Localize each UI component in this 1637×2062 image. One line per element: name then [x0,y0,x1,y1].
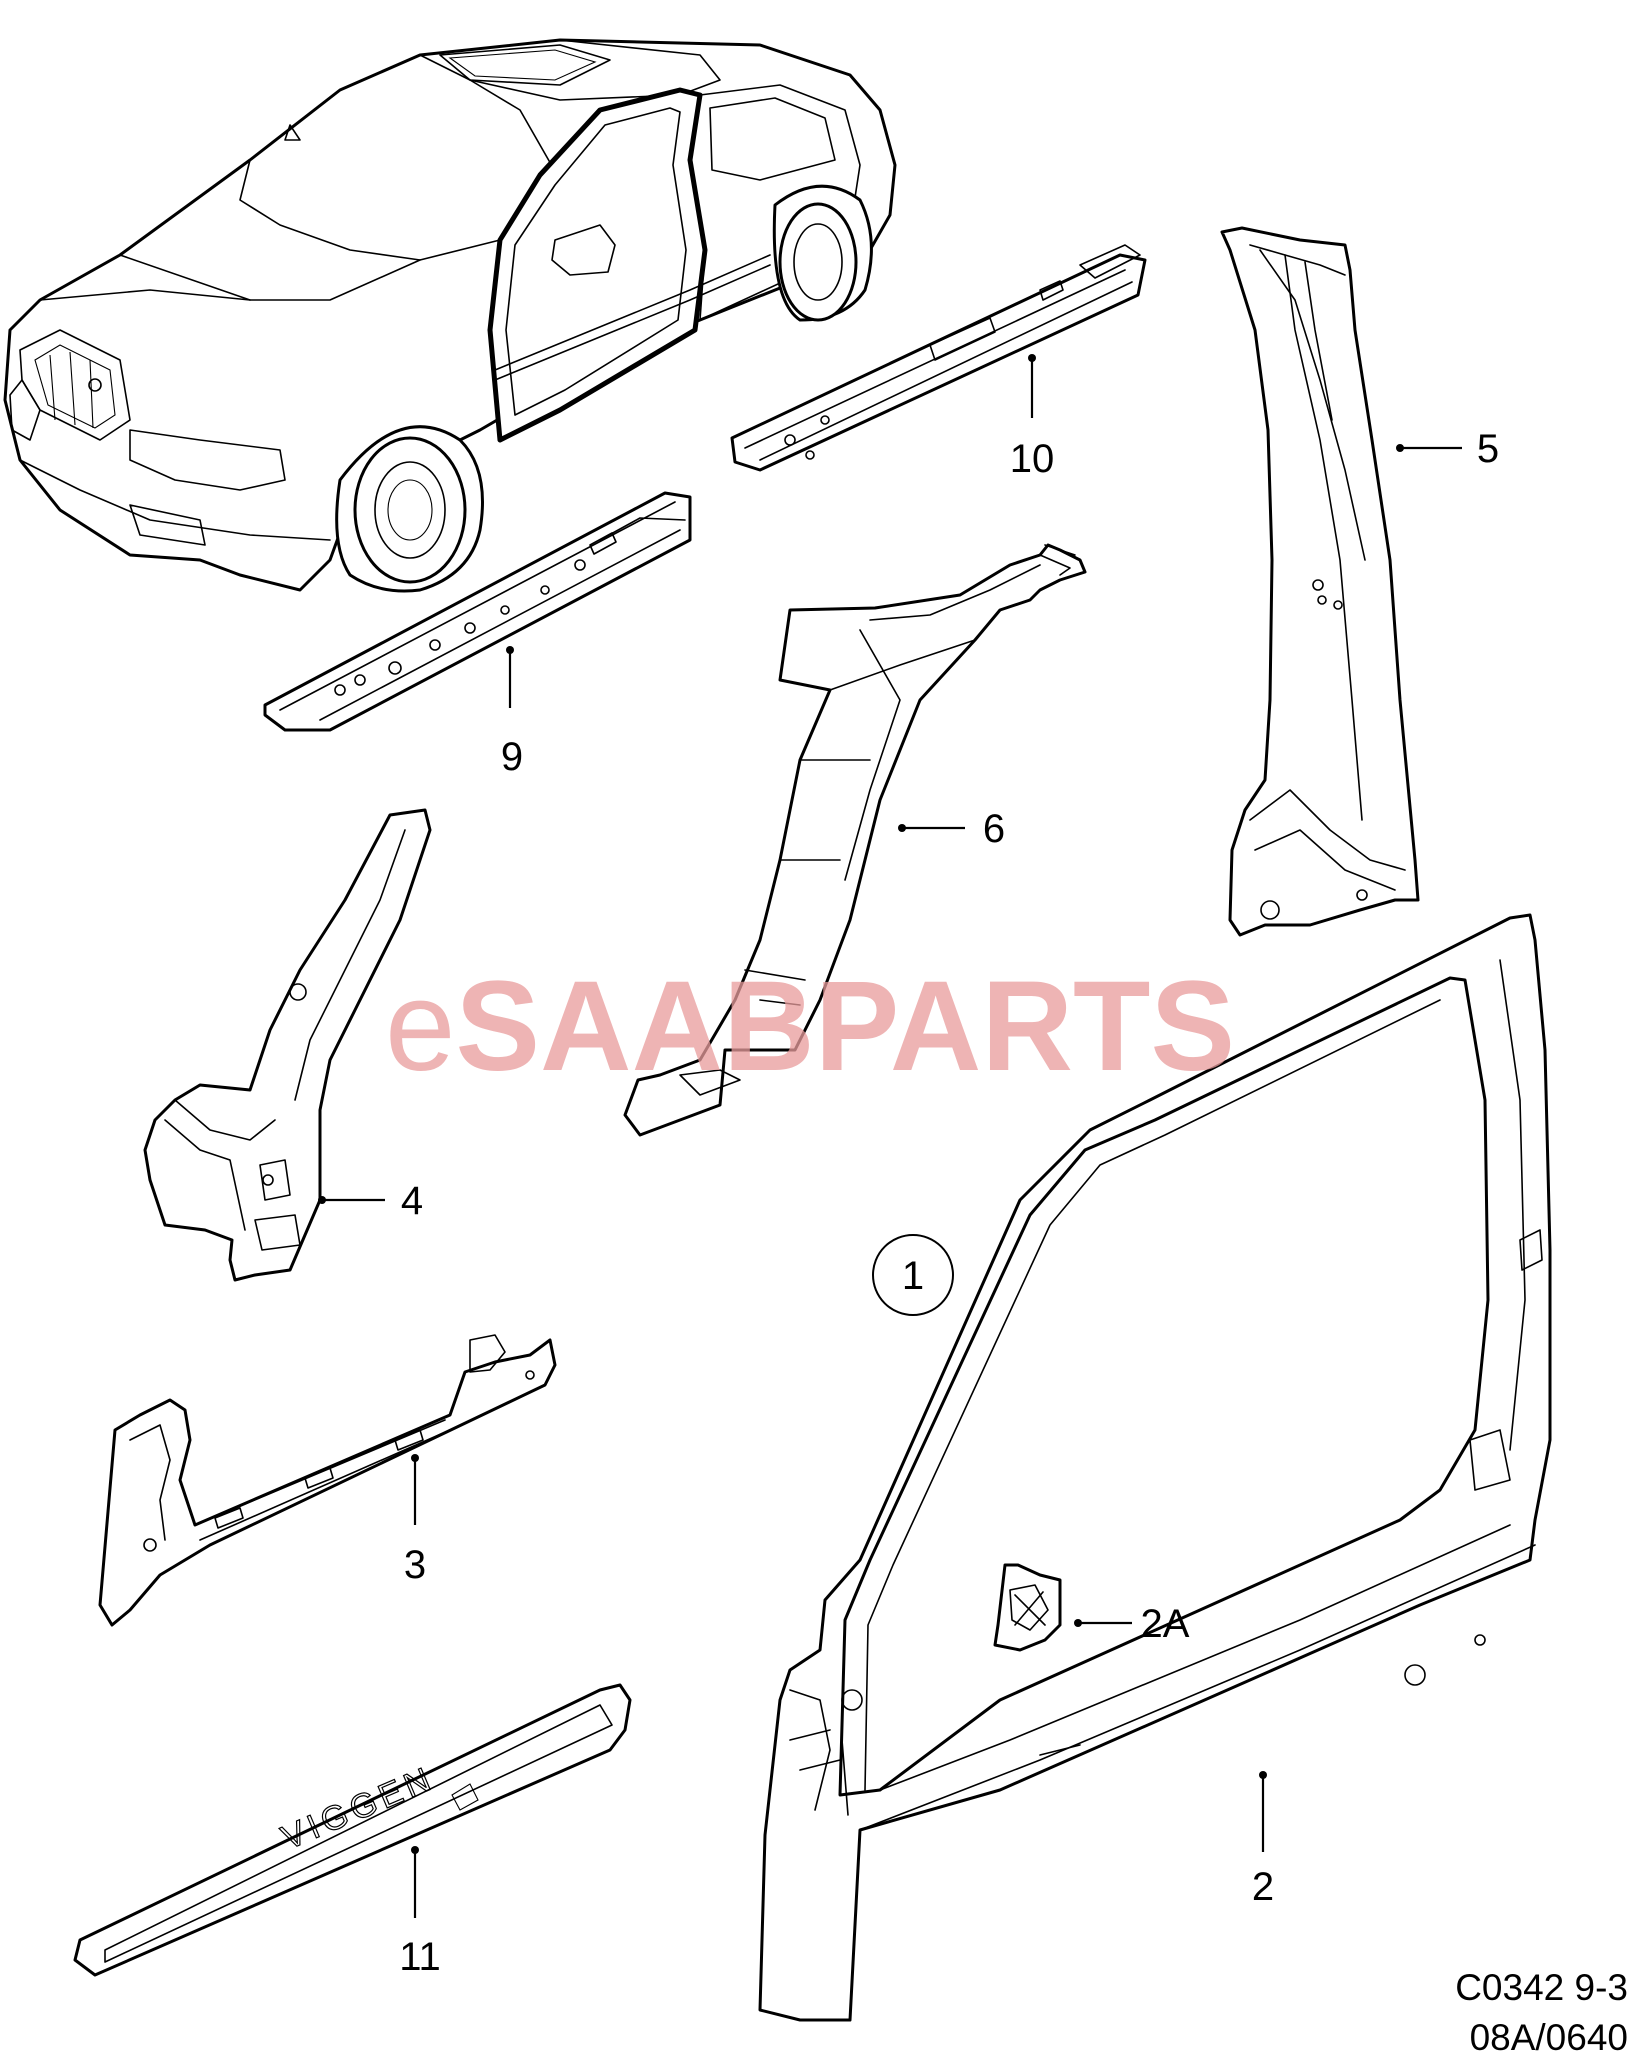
car-illustration [3,38,897,593]
assembly-circle [872,1234,954,1316]
callout-9: 9 [501,735,523,779]
reference-line-2: 08A/0640 [1470,2017,1628,2058]
part-9-shape [263,491,692,732]
watermark-prefix: e [385,955,456,1098]
part-11-shape: VIGGEN [73,1683,632,1977]
part-3-shape [98,1334,557,1627]
reference-line-1: C0342 9-3 [1455,1967,1628,2008]
part-2a-shape [993,1563,1062,1652]
reference-code: C0342 9-3 08A/0640 [1455,1967,1628,2058]
callout-10: 10 [1010,437,1055,481]
watermark-suffix: PARTS [815,955,1235,1098]
part-10-shape [730,244,1147,472]
callout-3: 3 [404,1543,426,1587]
callout-4: 4 [401,1179,423,1223]
callout-11: 11 [399,1935,441,1979]
callout-1: 1 [902,1254,924,1298]
callout-2a: 2A [1141,1602,1190,1646]
watermark-middle: SAAB [456,955,815,1098]
callout-6: 6 [983,807,1005,851]
watermark: eSAABPARTS [385,955,1235,1098]
callout-5: 5 [1477,427,1499,471]
callouts: 10 5 9 6 4 3 2A 2 11 1 [399,427,1499,1979]
leader-lines [318,354,1462,1918]
part-5-shape [1220,226,1420,937]
part-6-shape [623,543,1087,1137]
part-4-shape [143,808,432,1282]
callout-2: 2 [1252,1865,1274,1909]
